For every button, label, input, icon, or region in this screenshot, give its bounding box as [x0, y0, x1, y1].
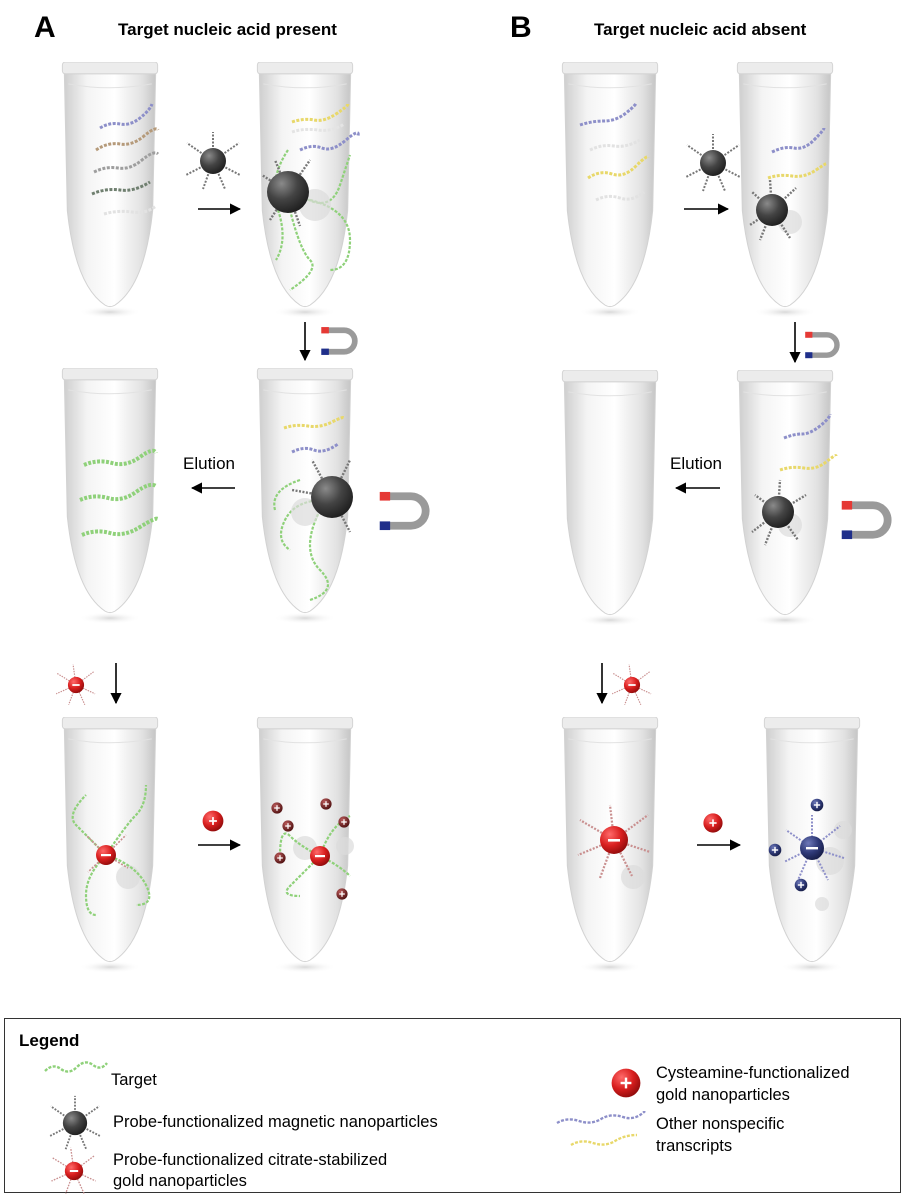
magnet-icon [321, 327, 355, 355]
magnetic-nanoparticle [762, 496, 794, 528]
cysteamine-gold-nanoparticle-icon [703, 813, 722, 832]
citrate-gold-nanoparticle-icon [612, 664, 651, 704]
magnetic-nanoparticle [311, 476, 353, 518]
legend-nonspecific-line2: transcripts [656, 1136, 732, 1157]
tube-icon [62, 717, 157, 973]
cysteamine-gold-nanoparticle-icon [203, 811, 224, 832]
tube-icon [62, 368, 157, 624]
legend: Legend Target Probe-functionalized magne… [4, 1018, 901, 1193]
legend-cysteamine-line2: gold nanoparticles [656, 1085, 790, 1106]
panel-letter-a: A [34, 11, 56, 44]
magnetic-nanoparticle [756, 194, 788, 226]
panel-title-a: Target nucleic acid present [118, 20, 337, 39]
elution-label-a: Elution [183, 454, 235, 473]
magnet-icon [805, 332, 837, 358]
tube-icon [562, 370, 657, 626]
legend-target: Target [111, 1070, 157, 1091]
magnetic-nanoparticle [267, 171, 309, 213]
legend-citrate-line2: gold nanoparticles [113, 1171, 247, 1192]
legend-cysteamine-line1: Cysteamine-functionalized [656, 1063, 850, 1084]
panel-letter-b: B [510, 11, 532, 44]
magnetic-nanoparticle-icon [686, 134, 740, 191]
citrate-gold-nanoparticle-icon [49, 1146, 99, 1196]
tube-icon [737, 62, 832, 318]
nonspecific-transcripts-icon [553, 1111, 649, 1153]
target-icon [43, 1061, 109, 1077]
panel-title-b: Target nucleic acid absent [594, 20, 807, 39]
citrate-gold-nanoparticle-icon [56, 664, 95, 704]
magnetic-nanoparticle-icon [47, 1095, 103, 1151]
magnet-icon [380, 492, 426, 530]
legend-citrate-line1: Probe-functionalized citrate-stabilized [113, 1150, 387, 1171]
tube-icon [562, 62, 657, 318]
elution-label-b: Elution [670, 454, 722, 473]
cysteamine-gold-nanoparticle-icon [608, 1065, 644, 1101]
legend-magnetic: Probe-functionalized magnetic nanopartic… [113, 1112, 438, 1133]
legend-nonspecific-line1: Other nonspecific [656, 1114, 784, 1135]
magnetic-nanoparticle-icon [186, 132, 240, 189]
magnet-icon [842, 501, 888, 539]
legend-title: Legend [19, 1031, 79, 1051]
